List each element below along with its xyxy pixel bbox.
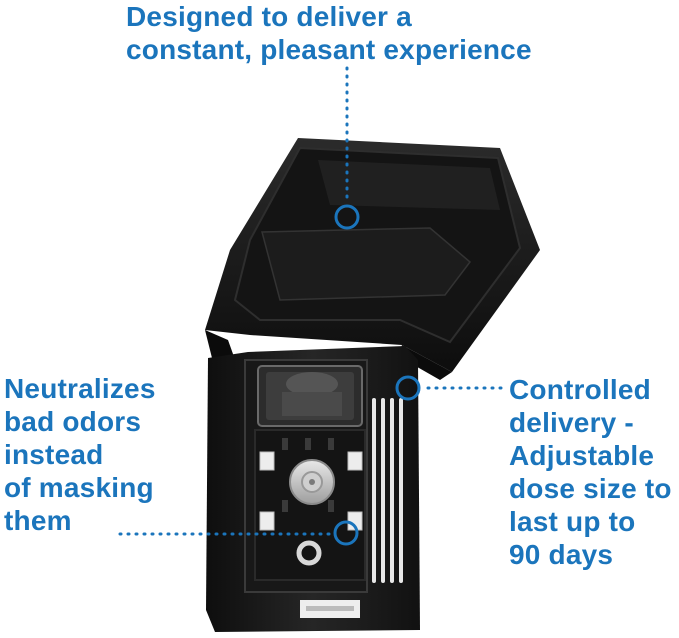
callout-text-line: Adjustable: [509, 440, 655, 471]
callout-consistent-experience: Designed to deliver a constant, pleasant…: [126, 0, 532, 66]
dispenser-lid: [205, 138, 540, 380]
callout-text-line: constant, pleasant experience: [126, 34, 532, 65]
callout-text-line: bad odors: [4, 406, 142, 437]
callout-text-line: last up to: [509, 506, 636, 537]
callout-text-line: Designed to deliver a: [126, 1, 412, 32]
callout-text-line: them: [4, 505, 72, 536]
callout-connector-top: [334, 66, 360, 230]
callout-text-line: delivery -: [509, 407, 634, 438]
dispenser-body: [206, 346, 420, 632]
callout-dot-marker-icon: [334, 204, 360, 230]
callout-connector-right: [395, 375, 504, 401]
callout-text-line: Controlled: [509, 374, 651, 405]
callout-text-line: of masking: [4, 472, 154, 503]
callout-text-line: instead: [4, 439, 104, 470]
callout-dot-marker-icon: [333, 520, 359, 546]
callout-connector-left: [118, 520, 359, 546]
callout-text-line: Neutralizes: [4, 373, 156, 404]
callout-controlled-delivery: Controlled delivery - Adjustable dose si…: [509, 373, 672, 571]
callout-neutralizes-odors: Neutralizes bad odors instead of masking…: [4, 372, 156, 537]
callout-dot-marker-icon: [395, 375, 421, 401]
callout-text-line: dose size to: [509, 473, 672, 504]
callout-text-line: 90 days: [509, 539, 614, 570]
